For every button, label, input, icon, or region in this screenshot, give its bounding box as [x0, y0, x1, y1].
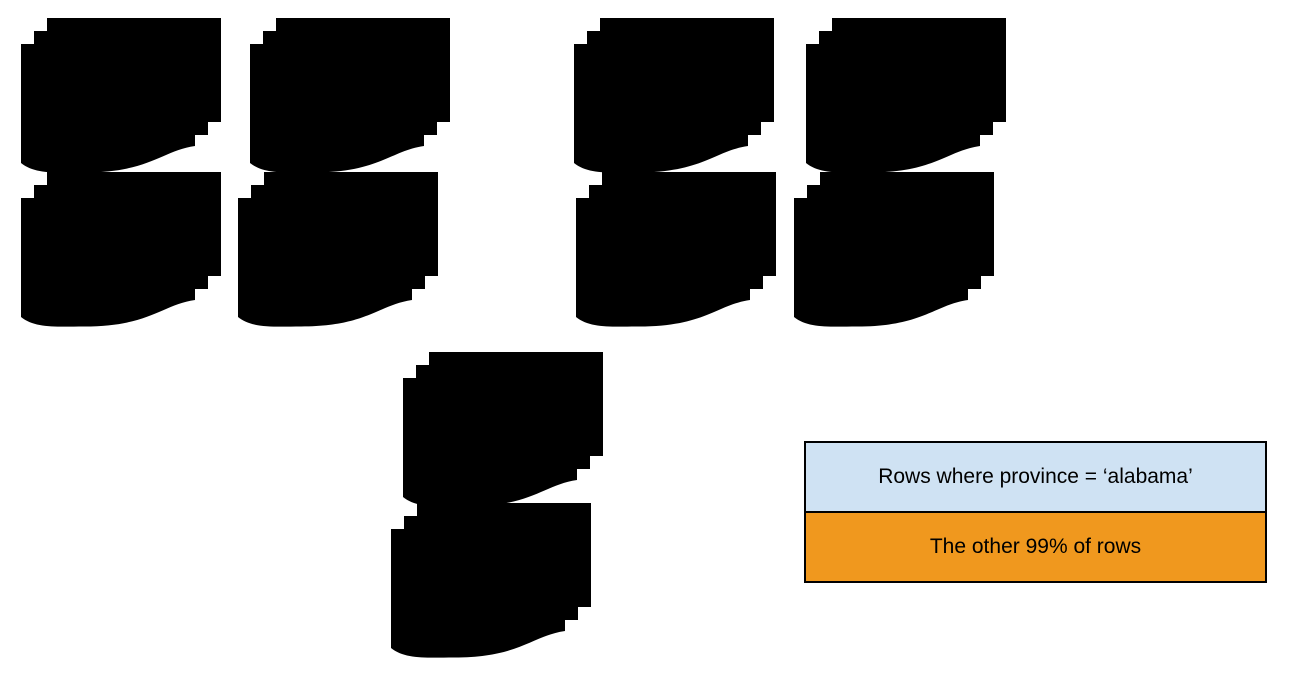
region-stack-us-west-2: us-west-2	[20, 171, 222, 331]
legend-item-alabama-rows: Rows where province = ‘alabama’	[806, 443, 1265, 511]
region-stack-eu-west-2: eu-west-2	[575, 171, 777, 331]
region-label: eu-west-2	[616, 235, 710, 258]
region-label: us-west-2	[62, 235, 154, 258]
region-stack-ap-east-1: ap-east-1	[402, 351, 604, 511]
region-label: ap-east-1	[445, 415, 535, 438]
region-label: ap-east-2	[433, 566, 523, 589]
region-stack-us-west-1: us-west-1	[20, 17, 222, 177]
region-label: eu-east-2	[836, 235, 926, 258]
region-label: eu-west-1	[614, 81, 708, 104]
region-stack-eu-west-1: eu-west-1	[573, 17, 775, 177]
region-label: eu-east-1	[848, 81, 938, 104]
legend-item-other-rows: The other 99% of rows	[806, 511, 1265, 581]
region-label: us-east-2	[281, 235, 369, 258]
region-stack-ap-east-2: ap-east-2	[390, 502, 592, 662]
region-stack-us-east-2: us-east-2	[237, 171, 439, 331]
legend-item-label: Rows where province = ‘alabama’	[878, 465, 1193, 488]
legend: Rows where province = ‘alabama’ The othe…	[804, 441, 1267, 583]
region-stack-eu-east-2: eu-east-2	[793, 171, 995, 331]
legend-item-label: The other 99% of rows	[929, 535, 1142, 558]
region-label: us-east-1	[293, 81, 381, 104]
region-stack-eu-east-1: eu-east-1	[805, 17, 1007, 177]
region-stack-us-east-1: us-east-1	[249, 17, 451, 177]
region-label: us-west-1	[62, 81, 154, 104]
